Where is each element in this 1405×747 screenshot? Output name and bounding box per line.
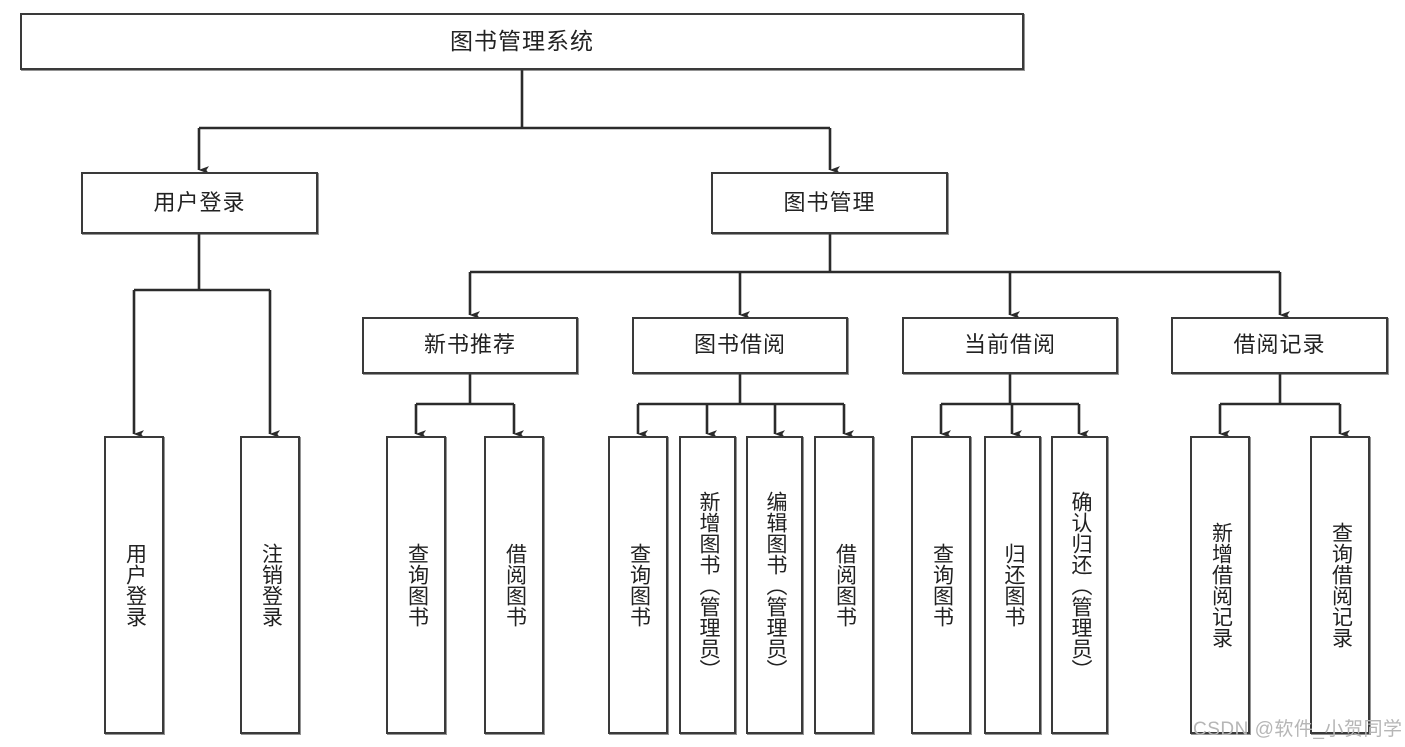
- leaf-borrow-book-bb[interactable]: 借阅图书: [814, 436, 874, 734]
- leaf-query-book-nbr[interactable]: 查询图书: [386, 436, 446, 734]
- leaf-return-book[interactable]: 归还图书: [984, 436, 1041, 734]
- leaf-query-book-cb[interactable]: 查询图书: [911, 436, 971, 734]
- leaf-edit-book-admin[interactable]: 编辑图书（管理员）: [746, 436, 803, 734]
- node-user-login[interactable]: 用户登录: [81, 172, 318, 234]
- node-new-book-recommend[interactable]: 新书推荐: [362, 317, 578, 374]
- leaf-add-borrow-record[interactable]: 新增借阅记录: [1190, 436, 1250, 734]
- leaf-confirm-return-admin[interactable]: 确认归还（管理员）: [1051, 436, 1108, 734]
- leaf-borrow-book-nbr[interactable]: 借阅图书: [484, 436, 544, 734]
- node-root-system[interactable]: 图书管理系统: [20, 13, 1024, 70]
- node-current-borrow[interactable]: 当前借阅: [902, 317, 1118, 374]
- node-borrow-record[interactable]: 借阅记录: [1171, 317, 1388, 374]
- leaf-user-login[interactable]: 用户登录: [104, 436, 164, 734]
- node-book-management[interactable]: 图书管理: [711, 172, 948, 234]
- csdn-watermark: CSDN @软件_小贺同学: [1193, 719, 1403, 740]
- node-book-borrow[interactable]: 图书借阅: [632, 317, 848, 374]
- leaf-logout[interactable]: 注销登录: [240, 436, 300, 734]
- leaf-add-book-admin[interactable]: 新增图书（管理员）: [679, 436, 736, 734]
- leaf-query-borrow-record[interactable]: 查询借阅记录: [1310, 436, 1370, 734]
- leaf-query-book-bb[interactable]: 查询图书: [608, 436, 668, 734]
